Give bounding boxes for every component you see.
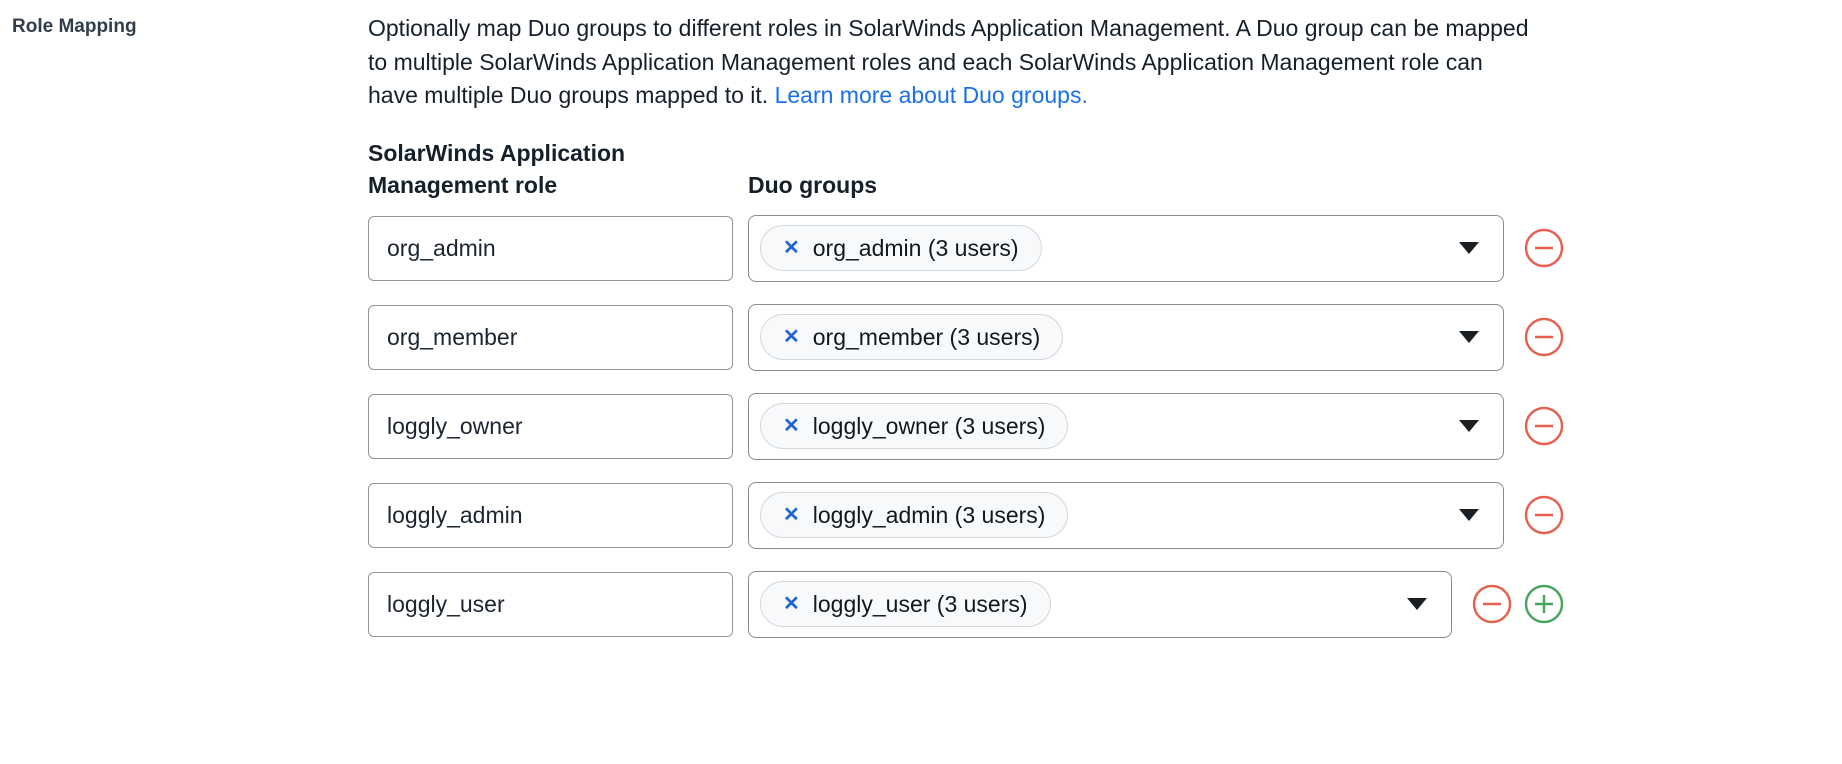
group-tag-label: loggly_admin (3 users) [812,501,1046,528]
add-row-button[interactable] [1524,584,1564,624]
column-headers: SolarWinds Application Management role D… [368,137,1598,201]
remove-tag-icon[interactable]: ✕ [783,326,800,348]
remove-row-button[interactable] [1524,495,1564,535]
group-tag: ✕ loggly_user (3 users) [760,581,1051,627]
section-label: Role Mapping [12,16,137,37]
group-tag: ✕ org_admin (3 users) [760,225,1042,271]
role-name-input[interactable] [368,393,733,459]
role-name-input[interactable] [368,304,733,370]
remove-tag-icon[interactable]: ✕ [783,237,800,259]
learn-more-link[interactable]: Learn more about Duo groups. [774,82,1088,108]
remove-row-button[interactable] [1524,317,1564,357]
duo-groups-select[interactable]: ✕ loggly_owner (3 users) [748,392,1504,460]
remove-row-button[interactable] [1524,406,1564,446]
minus-circle-icon [1524,495,1564,535]
group-tag: ✕ org_member (3 users) [760,314,1064,360]
chevron-down-icon [1459,420,1479,432]
group-tag-label: loggly_owner (3 users) [812,412,1046,439]
description-text: Optionally map Duo groups to different r… [368,15,1529,108]
chevron-down-icon [1459,242,1479,254]
table-row: ✕ loggly_owner (3 users) [368,392,1564,460]
table-row: ✕ org_admin (3 users) [368,214,1564,282]
remove-tag-icon[interactable]: ✕ [783,593,800,615]
remove-tag-icon[interactable]: ✕ [783,504,800,526]
duo-groups-select[interactable]: ✕ loggly_user (3 users) [748,570,1452,638]
minus-circle-icon [1524,228,1564,268]
duo-groups-select[interactable]: ✕ loggly_admin (3 users) [748,481,1504,549]
minus-circle-icon [1472,584,1512,624]
remove-row-button[interactable] [1472,584,1512,624]
table-row: ✕ org_member (3 users) [368,303,1564,371]
group-tag: ✕ loggly_owner (3 users) [760,403,1069,449]
section-description: Optionally map Duo groups to different r… [368,12,1538,113]
minus-circle-icon [1524,317,1564,357]
role-column-header: SolarWinds Application Management role [368,139,626,198]
duo-groups-select[interactable]: ✕ org_member (3 users) [748,303,1504,371]
group-tag: ✕ loggly_admin (3 users) [760,492,1069,538]
role-name-input[interactable] [368,571,733,637]
group-tag-label: loggly_user (3 users) [812,590,1028,617]
table-row: ✕ loggly_user (3 users) [368,570,1564,638]
groups-column-header: Duo groups [748,171,878,198]
role-mapping-rows: ✕ org_admin (3 users) ✕ [368,214,1598,638]
remove-row-button[interactable] [1524,228,1564,268]
minus-circle-icon [1524,406,1564,446]
role-name-input[interactable] [368,215,733,281]
plus-circle-icon [1524,584,1564,624]
chevron-down-icon [1407,598,1427,610]
chevron-down-icon [1459,509,1479,521]
chevron-down-icon [1459,331,1479,343]
group-tag-label: org_member (3 users) [812,323,1041,350]
group-tag-label: org_admin (3 users) [812,234,1019,261]
section-content: Optionally map Duo groups to different r… [368,12,1598,638]
duo-groups-select[interactable]: ✕ org_admin (3 users) [748,214,1504,282]
role-name-input[interactable] [368,482,733,548]
table-row: ✕ loggly_admin (3 users) [368,481,1564,549]
remove-tag-icon[interactable]: ✕ [783,415,800,437]
